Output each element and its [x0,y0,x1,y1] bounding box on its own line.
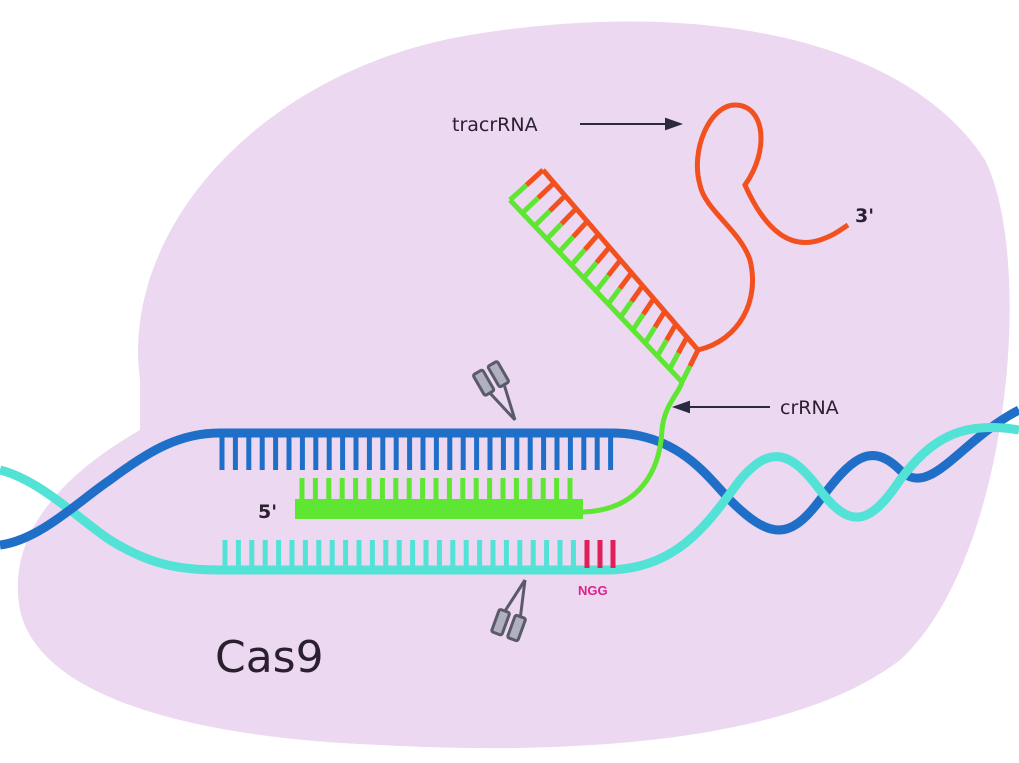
tracrrna-base [571,219,590,239]
non-target-strand-left [0,465,610,575]
tracrrna-base [559,206,579,226]
tracrrna-base [664,323,679,342]
crrna-repeat-base [557,235,576,254]
crrna-repeat-base [618,299,634,319]
crrna-label: crRNA [780,397,839,419]
crrna-repeat-base [532,209,552,228]
tracrrna-base [652,310,667,329]
tracrrna-arrowhead [665,117,683,131]
dna-helix [0,405,1019,575]
tracrrna-base [629,284,645,303]
crrna-arrowhead [672,400,690,414]
crrna-repeat-base [667,351,681,371]
crrna-repeat-base [545,222,564,241]
scissors-icon-top [472,360,517,422]
crrna-repeat-base [606,286,622,306]
tracrrna-base [594,245,612,265]
crrna-repeat-base [655,338,669,358]
tracrrna-base [687,348,701,368]
tracrrna-base [641,297,656,316]
crrna-repeat-base [508,183,529,202]
tracrrna-label: tracrRNA [452,114,538,136]
three-prime-label: 3' [855,205,874,227]
pam-label: NGG [578,583,608,598]
tracrrna-base [606,258,623,278]
crrna-repeat-base [581,260,599,280]
crrna-repeat-base [679,364,693,384]
crrna-repeat-base [594,273,611,293]
crrna-backbone [508,198,685,515]
crrna-repeat-base [520,196,540,215]
tracrrna-backbone [541,102,850,353]
five-prime-label: 5' [258,501,277,523]
tracrrna-base [524,168,545,187]
tracrrna-base [617,271,634,290]
tracrrna-base [536,181,556,200]
crrna-spacer-bar [295,499,583,519]
target-strand-left [0,428,612,550]
scissors-icon-bottom [490,579,527,643]
tracrrna-base [676,335,690,355]
tracrrna-base [583,232,601,252]
non-target-strand-right [609,422,1019,575]
cas9-label: Cas9 [215,632,324,683]
crrna-repeat-base [643,325,658,345]
target-strand-right [611,405,1019,535]
crrna-repeat-base [569,247,587,267]
tracrrna-base [548,193,567,213]
crrna-repeat-base [630,312,646,332]
